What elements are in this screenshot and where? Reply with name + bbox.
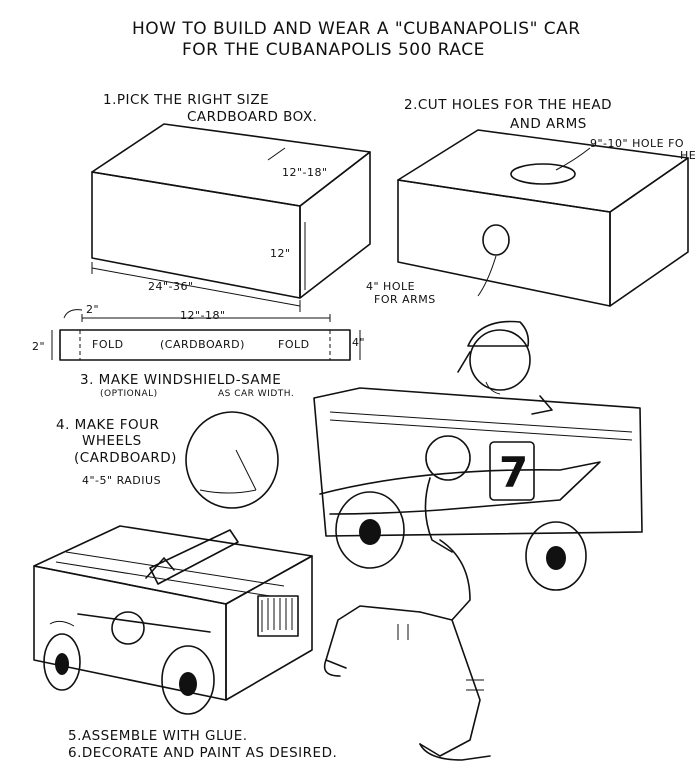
windshield-left-dim: 2" [32, 340, 46, 353]
step2-line-2: AND ARMS [510, 116, 587, 132]
step4-line-3: (CARDBOARD) [74, 450, 177, 466]
windshield-side-dim: 2" [86, 303, 100, 316]
step2-line-1: 2.CUT HOLES FOR THE HEAD [404, 97, 613, 113]
windshield-fold-right: FOLD [278, 338, 310, 351]
step1-line-1: 1.PICK THE RIGHT SIZE [103, 92, 270, 108]
step4-line-2: WHEELS [82, 433, 142, 449]
step3-optional: (OPTIONAL) [100, 389, 158, 399]
wheel-radius-label: 4"-5" RADIUS [82, 474, 162, 487]
arm-hole-label-1: 4" HOLE [366, 280, 416, 293]
head-hole-label: 9"-10" HOLE FO [590, 137, 685, 150]
step4-line-1: 4. MAKE FOUR [56, 417, 160, 433]
arm-hole [482, 224, 510, 256]
box-height-label: 12" [270, 247, 291, 260]
assembled-car-illustration [33, 525, 313, 715]
box-length-label: 24"-36" [148, 280, 194, 293]
step1-line-2: CARDBOARD BOX. [187, 109, 318, 125]
cardboard-box-illustration [91, 123, 371, 312]
head-hole-label-cont: HE [680, 149, 697, 162]
windshield-illustration [51, 309, 361, 361]
box-depth-label: 12"-18" [282, 166, 328, 179]
step3-line-1: 3. MAKE WINDSHIELD-SAME [80, 372, 282, 388]
windshield-middle: (CARDBOARD) [160, 338, 245, 351]
head-hole [510, 163, 576, 185]
car-number: 7 [499, 448, 529, 497]
title-line-1: HOW TO BUILD AND WEAR A "CUBANAPOLIS" CA… [132, 19, 581, 39]
boy-wearing-car-illustration [313, 320, 643, 761]
box-with-holes-illustration [397, 129, 689, 307]
windshield-height-dim: 4" [352, 336, 366, 349]
arm-hole-label-2: FOR ARMS [374, 293, 436, 306]
step5: 5.ASSEMBLE WITH GLUE. [68, 728, 248, 744]
windshield-width-dim: 12"-18" [180, 309, 226, 322]
title-line-2: FOR THE CUBANAPOLIS 500 RACE [182, 40, 485, 60]
step6: 6.DECORATE AND PAINT AS DESIRED. [68, 745, 338, 761]
wheel-illustration [185, 411, 279, 509]
windshield-fold-left: FOLD [92, 338, 124, 351]
step3-line-2: AS CAR WIDTH. [218, 389, 295, 399]
